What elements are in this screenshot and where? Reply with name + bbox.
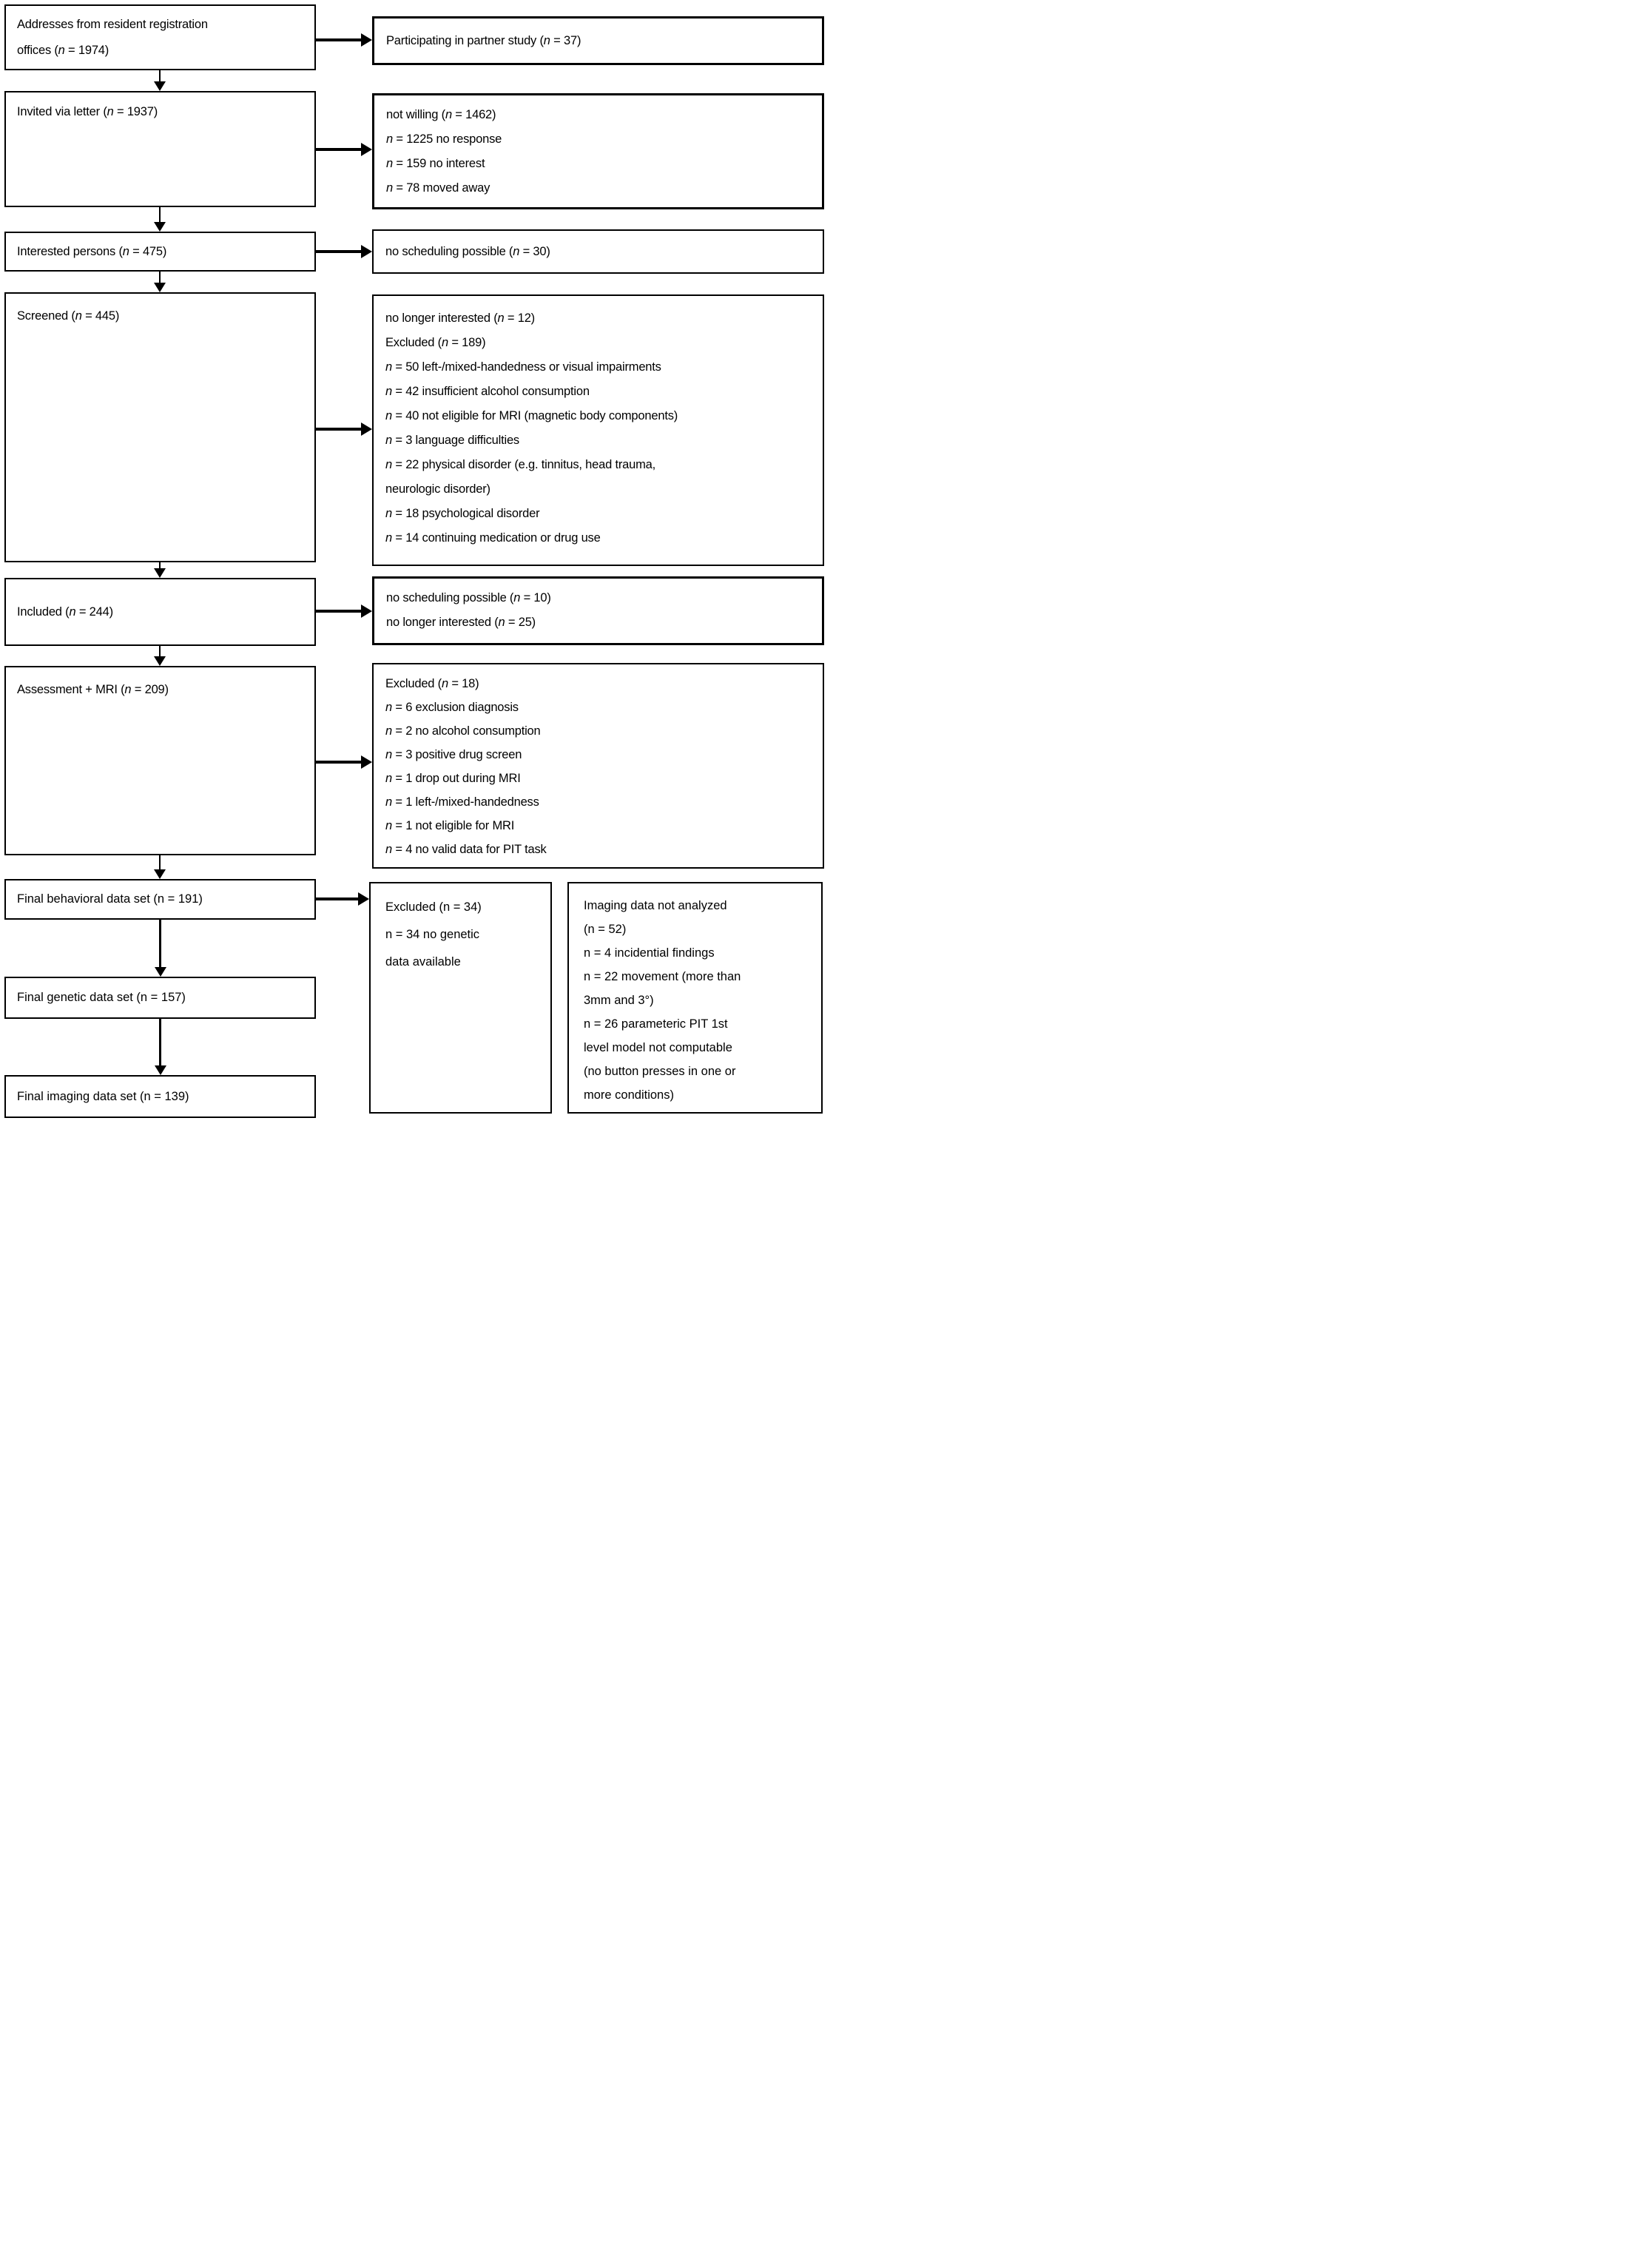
box-genetic-excluded: Excluded (n = 34) n = 34 no genetic data a…: [369, 882, 552, 1114]
box-no-scheduling-30: no scheduling possible (n = 30): [372, 229, 824, 274]
box-text-line: n = 3 language difficulties: [385, 434, 519, 447]
arrow-right-to-included-exclusions: [316, 610, 361, 613]
box-text-line: level model not computable: [584, 1041, 732, 1054]
box-text-line: n = 34 no genetic: [385, 928, 480, 941]
arrow-down-interested-to-screened: [159, 272, 161, 283]
box-text-line: offices (n = 1974): [17, 43, 109, 57]
box-text-line: (n = 52): [584, 923, 627, 936]
box-included-exclusions: no scheduling possible (n = 10) no longer…: [372, 576, 824, 645]
participant-flow-diagram: Addresses from resident registration offi…: [0, 0, 826, 1127]
box-text-line: n = 1 drop out during MRI: [385, 772, 521, 785]
arrow-right-to-no-scheduling-30: [316, 250, 361, 253]
box-text-line: n = 1 not eligible for MRI: [385, 819, 515, 832]
box-text-line: Assessment + MRI (n = 209): [17, 683, 169, 696]
arrow-down-addresses-to-invited: [159, 70, 161, 81]
box-text-line: n = 14 continuing medication or drug use: [385, 531, 601, 545]
box-text-line: n = 18 psychological disorder: [385, 507, 540, 520]
box-text-line: Final behavioral data set (n = 191): [17, 892, 203, 906]
box-text-line: n = 3 positive drug screen: [385, 748, 522, 761]
box-text-line: n = 2 no alcohol consumption: [385, 724, 541, 738]
box-text-line: no longer interested (n = 25): [386, 616, 536, 629]
box-text-line: n = 1225 no response: [386, 132, 502, 146]
box-final-imaging: Final imaging data set (n = 139): [4, 1075, 316, 1118]
box-text-line: 3mm and 3°): [584, 994, 654, 1007]
box-addresses: Addresses from resident registration offi…: [4, 4, 316, 70]
arrow-right-to-screened-exclusions: [316, 428, 361, 431]
box-not-willing: not willing (n = 1462) n = 1225 no respon…: [372, 93, 824, 209]
box-assessment-exclusions: Excluded (n = 18) n = 6 exclusion diagnos…: [372, 663, 824, 869]
arrow-down-invited-to-interested: [159, 207, 161, 222]
arrow-right-to-partner-study: [316, 38, 361, 41]
box-text-line: Final imaging data set (n = 139): [17, 1089, 189, 1103]
box-text-line: neurologic disorder): [385, 482, 490, 496]
box-text-line: n = 4 no valid data for PIT task: [385, 843, 547, 856]
box-text-line: n = 6 exclusion diagnosis: [385, 701, 519, 714]
box-text-line: (no button presses in one or: [584, 1065, 736, 1078]
arrow-down-included-to-assessment: [159, 646, 161, 656]
box-text-line: Addresses from resident registration: [17, 17, 208, 31]
box-text-line: Excluded (n = 34): [385, 900, 482, 914]
box-invited-via-letter: Invited via letter (n = 1937): [4, 91, 316, 207]
box-final-genetic: Final genetic data set (n = 157): [4, 977, 316, 1019]
box-text-line: data available: [385, 955, 461, 969]
box-text-line: n = 22 movement (more than: [584, 970, 741, 983]
box-text-line: more conditions): [584, 1088, 674, 1102]
box-text-line: n = 26 parameteric PIT 1st: [584, 1017, 728, 1031]
box-imaging-not-analyzed: Imaging data not analyzed (n = 52) n = 4 i…: [567, 882, 823, 1114]
arrow-down-behavioral-to-genetic: [159, 920, 161, 967]
box-text-line: Final genetic data set (n = 157): [17, 991, 186, 1004]
arrow-down-assessment-to-final-behavioral: [159, 855, 161, 869]
box-text-line: not willing (n = 1462): [386, 108, 496, 121]
box-included: Included (n = 244): [4, 578, 316, 646]
box-text-line: n = 78 moved away: [386, 181, 490, 195]
box-text-line: n = 40 not eligible for MRI (magnetic bo…: [385, 409, 678, 422]
arrow-down-screened-to-included: [159, 562, 161, 568]
box-assessment-mri: Assessment + MRI (n = 209): [4, 666, 316, 855]
box-text-line: Excluded (n = 18): [385, 677, 479, 690]
box-text-line: n = 1 left-/mixed-handedness: [385, 795, 539, 809]
box-screened-exclusions: no longer interested (n = 12) Excluded (n…: [372, 294, 824, 566]
box-screened: Screened (n = 445): [4, 292, 316, 562]
box-final-behavioral: Final behavioral data set (n = 191): [4, 879, 316, 920]
box-text-line: no longer interested (n = 12): [385, 311, 535, 325]
box-text-line: Screened (n = 445): [17, 309, 120, 323]
arrow-right-to-assessment-exclusions: [316, 761, 361, 764]
box-text-line: n = 42 insufficient alcohol consumption: [385, 385, 590, 398]
arrow-right-to-genetic-excluded: [316, 898, 358, 900]
box-text-line: no scheduling possible (n = 30): [385, 244, 550, 258]
arrow-right-to-not-willing: [316, 148, 361, 151]
box-text-line: no scheduling possible (n = 10): [386, 591, 551, 604]
box-text-line: Invited via letter (n = 1937): [17, 105, 158, 118]
box-interested-persons: Interested persons (n = 475): [4, 232, 316, 272]
box-text-line: Participating in partner study (n = 37): [386, 33, 581, 47]
box-text-line: n = 4 incidential findings: [584, 946, 715, 960]
box-text-line: Interested persons (n = 475): [17, 244, 167, 258]
box-text-line: n = 22 physical disorder (e.g. tinnitus,…: [385, 458, 655, 471]
box-text-line: Imaging data not analyzed: [584, 899, 727, 912]
box-text-line: Included (n = 244): [17, 604, 113, 619]
arrow-down-genetic-to-imaging: [159, 1019, 161, 1065]
box-partner-study: Participating in partner study (n = 37): [372, 16, 824, 65]
box-text-line: Excluded (n = 189): [385, 336, 486, 349]
box-text-line: n = 50 left-/mixed-handedness or visual …: [385, 360, 661, 374]
box-text-line: n = 159 no interest: [386, 157, 485, 170]
